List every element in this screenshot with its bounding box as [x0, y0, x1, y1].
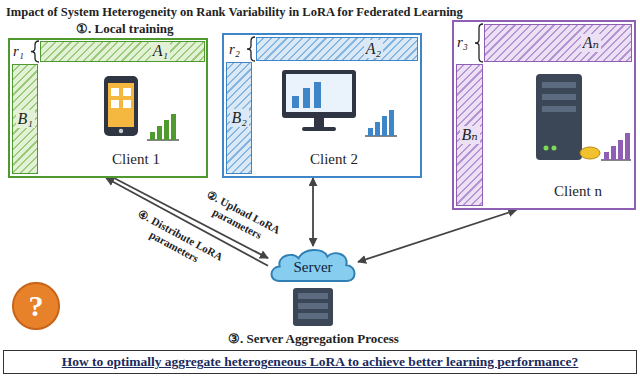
app-tile: [123, 88, 131, 96]
rank-label-block: r₃: [457, 33, 468, 51]
server-tower-icon: [536, 74, 600, 160]
server-body: [293, 288, 333, 326]
screen-bar: [303, 88, 310, 108]
bar-chart-icon: [365, 110, 397, 136]
lora-matrix-a: A₁: [40, 41, 205, 62]
app-tile: [111, 88, 119, 96]
tower-slot: [542, 106, 576, 112]
rank-label: r₃: [457, 34, 468, 51]
chart-bar: [368, 128, 373, 136]
node-text: Aₙ: [581, 34, 601, 52]
monitor-stand: [314, 118, 324, 127]
circle-outline: [13, 283, 59, 329]
rank-brace: [31, 41, 39, 62]
lora-matrix-a: A₂: [256, 37, 418, 61]
client-box: A₂ B₂ Client 2: [222, 33, 422, 178]
rank-label: r₂: [229, 41, 240, 58]
node-text: Bₙ: [460, 126, 480, 144]
connector-arrow: [358, 210, 516, 262]
tower-body: [536, 74, 582, 160]
app-tile: [111, 100, 119, 108]
monitor-icon: [282, 70, 356, 131]
chart-bar: [382, 116, 387, 136]
node-text: Client 1: [112, 151, 160, 168]
bar-chart-icon: [601, 133, 631, 160]
rank-brace: [247, 37, 255, 61]
phone-button: [119, 129, 123, 133]
screen-bar: [314, 82, 321, 108]
client-box: A₁ B₁ Client 1: [8, 38, 208, 178]
lora-matrix-b: B₂: [226, 62, 252, 174]
node-text: B₁: [16, 110, 35, 128]
rank-label-block: r₁: [13, 42, 24, 60]
node-text: Client n: [554, 183, 602, 200]
node-text: How to optimally aggregate heterogeneous…: [62, 354, 579, 370]
step-label: ①. Local training: [76, 22, 174, 37]
node-text: A₁: [151, 42, 170, 60]
monitor-base: [302, 127, 336, 131]
phone-icon: [104, 76, 138, 136]
rank-label: r₁: [13, 43, 24, 60]
node-text: B₂: [230, 109, 249, 127]
lora-matrix-a: Aₙ: [484, 24, 632, 62]
app-tile: [123, 100, 131, 108]
monitor-screen: [286, 74, 352, 112]
cloud-outline: [271, 250, 354, 281]
chart-bar: [604, 152, 609, 160]
step-label-block: ①. Local training: [76, 19, 174, 37]
tower-light: [544, 146, 549, 151]
coin-pile: [580, 147, 600, 159]
tower-slot: [542, 94, 576, 100]
chart-bar: [171, 114, 176, 140]
chart-bar: [389, 110, 394, 136]
node-text: ?: [29, 289, 44, 324]
rank-brace: [475, 24, 483, 62]
screen-bar: [292, 96, 299, 108]
node-text: Client 2: [310, 151, 358, 168]
server-cloud: Server: [268, 246, 358, 284]
tower-slot: [542, 82, 576, 88]
server-slot: [298, 313, 328, 319]
chart-bar: [625, 133, 630, 160]
tower-light: [552, 146, 557, 151]
rank-label-block: r₂: [229, 40, 240, 58]
client-box: AₙBₙClient n: [452, 20, 636, 210]
server-slot: [298, 293, 328, 299]
server-icon: [293, 288, 333, 326]
chart-bar: [164, 120, 169, 140]
monitor-body: [282, 70, 356, 118]
bar-chart-icon: [147, 114, 179, 140]
step-label-block: ③. Server Aggregation Process: [228, 329, 399, 347]
chart-bar: [611, 146, 616, 160]
diagram-title: Impact of System Heterogeneity on Rank V…: [6, 5, 463, 19]
lora-matrix-b: B₁: [12, 64, 38, 174]
server-slot: [298, 303, 328, 309]
question-badge: ?: [12, 282, 60, 330]
connector-arrow: [312, 178, 314, 246]
node-text: Server: [293, 259, 332, 276]
phone-screen: [108, 83, 134, 127]
chart-bar: [618, 140, 623, 160]
node-text: A₂: [364, 40, 383, 58]
question-banner: How to optimally aggregate heterogeneous…: [3, 350, 637, 374]
chart-bar: [375, 122, 380, 136]
step-label: ③. Server Aggregation Process: [228, 332, 399, 347]
chart-bar: [150, 132, 155, 140]
lora-matrix-b: Bₙ: [456, 64, 483, 206]
chart-bar: [157, 126, 162, 140]
phone-body: [104, 76, 138, 136]
title-block: Impact of System Heterogeneity on Rank V…: [6, 2, 463, 20]
